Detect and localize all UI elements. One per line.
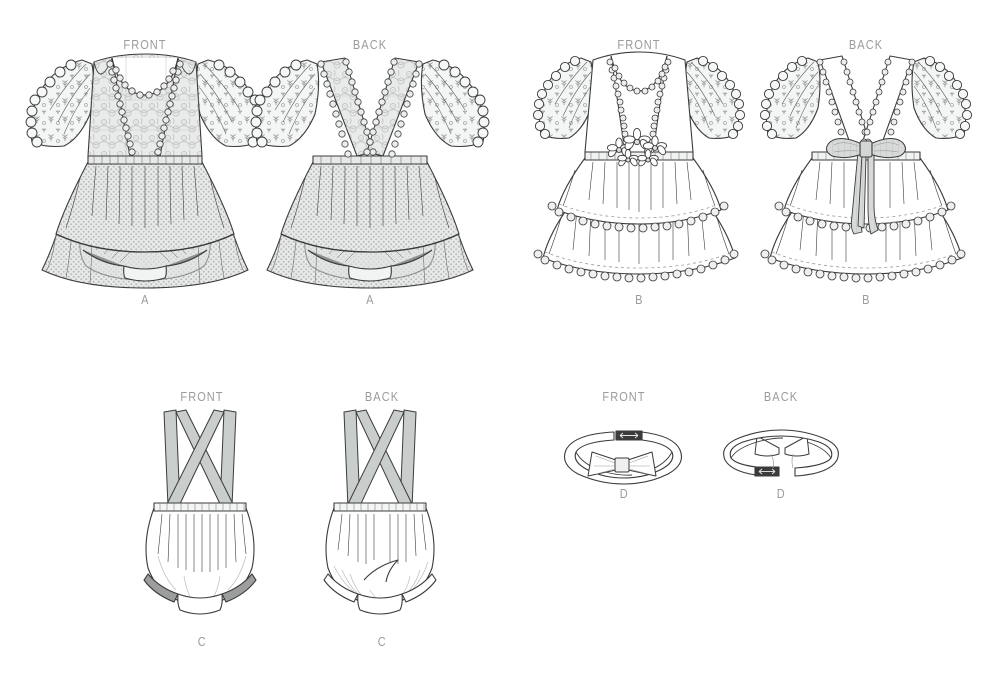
- view-a-back-code: A: [366, 293, 374, 307]
- view-d-front-orientation: FRONT: [602, 390, 646, 404]
- view-d-back: BACK D: [713, 390, 849, 520]
- view-a-front-illustration: [25, 53, 265, 289]
- view-c-front: FRONT C: [122, 390, 282, 660]
- view-a-front: FRONT A: [20, 38, 270, 318]
- view-d-back-orientation: BACK: [763, 390, 799, 404]
- view-a-back-illustration: [250, 57, 490, 289]
- view-b-front-orientation: FRONT: [617, 38, 661, 52]
- view-a-front-code: A: [141, 293, 149, 307]
- view-b-front-illustration: [532, 51, 746, 283]
- view-b-back: BACK B: [759, 38, 973, 318]
- view-a-front-orientation: FRONT: [123, 38, 167, 52]
- view-d-front-illustration: [563, 430, 683, 485]
- view-a-back-orientation: BACK: [352, 38, 388, 52]
- view-d-front-code: D: [619, 487, 629, 501]
- view-b-back-illustration: [759, 55, 973, 283]
- view-b-front: FRONT B: [532, 38, 746, 318]
- view-b-front-code: B: [635, 293, 643, 307]
- view-b-back-code: B: [862, 293, 870, 307]
- view-d-back-code: D: [776, 487, 786, 501]
- view-c-back: BACK C: [302, 390, 462, 660]
- view-b-back-orientation: BACK: [848, 38, 884, 52]
- view-c-back-code: C: [377, 635, 387, 649]
- view-d-front: FRONT D: [556, 390, 692, 520]
- view-c-back-orientation: BACK: [364, 390, 400, 404]
- view-c-front-orientation: FRONT: [180, 390, 224, 404]
- view-c-front-code: C: [197, 635, 207, 649]
- view-c-back-illustration: [323, 409, 437, 615]
- view-c-front-illustration: [143, 409, 257, 615]
- view-a-back: BACK A: [245, 38, 495, 318]
- view-d-back-illustration: [723, 429, 839, 477]
